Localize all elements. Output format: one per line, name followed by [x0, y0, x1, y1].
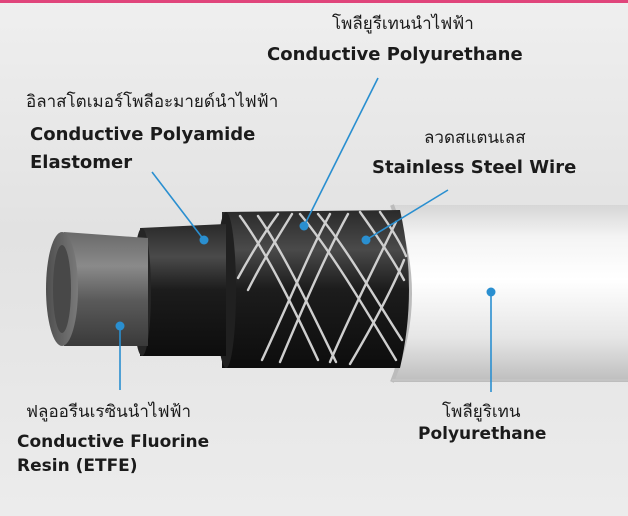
label-fluorine-resin-en-line1: Conductive Fluorine [17, 432, 210, 452]
leader-lines [119, 77, 492, 392]
stainless-steel-braid [236, 210, 408, 366]
dot-polyurethane [486, 287, 496, 297]
etfe-inner-tube-bore [53, 245, 71, 333]
label-polyamide-elastomer-en-line2: Elastomer [30, 152, 133, 173]
label-conductive-polyurethane-thai: โพลียูรีเทนนำไฟฟ้า [332, 14, 474, 34]
leader-line-polyamide-elastomer [151, 171, 205, 241]
label-polyurethane-thai: โพลียูริเทน [442, 402, 521, 422]
label-stainless-steel-wire-thai: ลวดสแตนเลส [424, 128, 526, 148]
label-polyurethane-en: Polyurethane [418, 424, 547, 444]
outer-polyurethane-jacket [392, 205, 628, 382]
leader-line-stainless-steel-wire [365, 189, 449, 241]
dot-fluorine-resin [115, 321, 125, 331]
etfe-inner-tube [64, 232, 148, 346]
label-conductive-polyurethane-en: Conductive Polyurethane [267, 44, 523, 65]
dot-polyamide-elastomer [199, 235, 209, 245]
label-stainless-steel-wire-en: Stainless Steel Wire [372, 157, 577, 178]
conductive-polyamide-elastomer-layer [140, 224, 226, 356]
leader-dots [115, 221, 496, 331]
leader-line-conductive-polyurethane [303, 77, 379, 227]
label-polyamide-elastomer-thai: อิลาสโตเมอร์โพลีอะมายด์นำไฟฟ้า [26, 92, 279, 112]
label-polyamide-elastomer-en-line1: Conductive Polyamide [30, 124, 256, 145]
label-fluorine-resin-thai: ฟลูออรีนเรซินนำไฟฟ้า [26, 402, 192, 422]
dot-conductive-polyurethane [299, 221, 309, 231]
conductive-polyurethane-layer [222, 210, 409, 368]
top-accent-bar [0, 0, 628, 3]
dot-stainless-steel-wire [361, 235, 371, 245]
label-fluorine-resin-en-line2: Resin (ETFE) [17, 456, 138, 476]
